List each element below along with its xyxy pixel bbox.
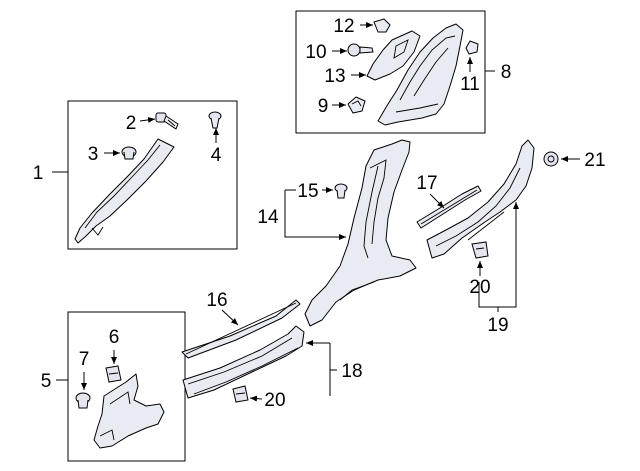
sill-panel-18-part <box>182 325 305 399</box>
callout-19: 19 <box>487 315 508 336</box>
callout-20-lower: 20 <box>264 390 285 411</box>
rear-trim-panel-part <box>93 373 165 449</box>
callout-4: 4 <box>211 145 222 166</box>
callout-12: 12 <box>333 16 354 37</box>
group-box-a-pillar <box>67 100 238 250</box>
c-pillar-screw-10-part <box>347 43 374 57</box>
rear-clip-6-part <box>105 365 122 383</box>
retainer-clip-20-upper-part <box>471 241 489 259</box>
c-pillar-cover-part <box>366 30 421 81</box>
callout-15: 15 <box>297 181 318 202</box>
c-pillar-clip-12-part <box>373 18 391 33</box>
callout-14: 14 <box>257 207 279 228</box>
callout-9: 9 <box>318 96 329 117</box>
callout-16: 16 <box>206 290 227 311</box>
a-pillar-screw-part <box>208 111 222 129</box>
leader-lines <box>52 22 580 402</box>
group-box-c-pillar <box>295 10 486 134</box>
a-pillar-bolt-part <box>155 112 179 130</box>
callout-18: 18 <box>341 361 362 382</box>
a-pillar-clip-part <box>121 146 137 160</box>
c-pillar-trim-part <box>377 23 464 126</box>
callout-1: 1 <box>33 163 44 184</box>
callout-8: 8 <box>501 62 512 83</box>
callout-2: 2 <box>126 113 137 134</box>
c-pillar-clip-11-part <box>465 40 479 55</box>
b-pillar-trim-part <box>304 139 417 327</box>
callout-10: 10 <box>305 42 326 63</box>
rear-clip-21-part <box>543 151 559 167</box>
b-pillar-clip-part <box>334 183 348 199</box>
callout-13: 13 <box>324 66 345 87</box>
callout-11: 11 <box>460 74 480 95</box>
a-pillar-trim-part <box>74 138 175 244</box>
sill-strip-16-part <box>181 299 301 359</box>
callout-21: 21 <box>584 150 605 171</box>
callout-6: 6 <box>109 327 120 348</box>
callout-20-upper: 20 <box>469 277 490 298</box>
scuff-strip-17-part <box>416 185 482 229</box>
callout-7: 7 <box>79 349 90 370</box>
callout-17: 17 <box>416 173 437 194</box>
callout-5: 5 <box>41 371 52 392</box>
retainer-clip-20-lower-part <box>232 385 249 403</box>
c-pillar-clip-9-part <box>347 96 366 114</box>
rear-clip-7-part <box>75 392 91 409</box>
rear-scuff-trim-part <box>426 139 535 259</box>
callout-3: 3 <box>88 144 99 165</box>
